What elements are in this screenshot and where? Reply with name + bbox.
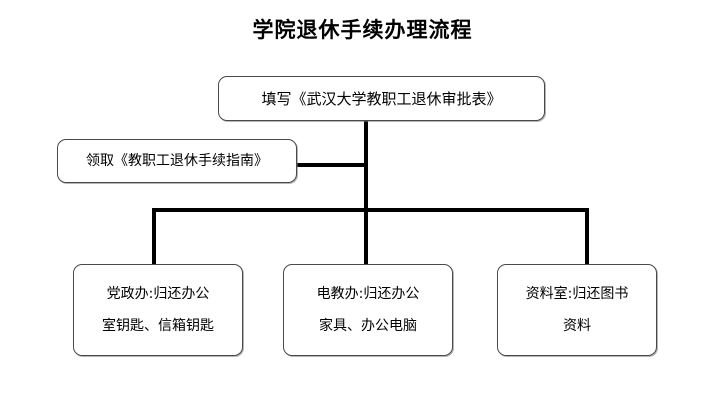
node-archive-room[interactable]: 资料室:归还图书 资料 — [497, 264, 657, 356]
node-admin-office[interactable]: 党政办:归还办公 室钥匙、信箱钥匙 — [73, 264, 243, 356]
node-retirement-guide-line-1: 领取《教职工退休手续指南》 — [86, 153, 268, 169]
node-approval-form-line-1: 填写《武汉大学教职工退休审批表》 — [261, 89, 502, 108]
connector-drop-right — [585, 208, 589, 265]
connector-distribution-bus — [152, 208, 589, 212]
node-admin-office-line-1: 党政办:归还办公 — [106, 286, 210, 302]
node-archive-room-line-1: 资料室:归还图书 — [525, 286, 629, 302]
node-approval-form[interactable]: 填写《武汉大学教职工退休审批表》 — [218, 76, 545, 121]
node-archive-room-line-2: 资料 — [563, 318, 591, 334]
node-edu-tech-office-line-2: 家具、办公电脑 — [319, 318, 417, 334]
connector-trunk-vertical — [364, 120, 368, 212]
page-title: 学院退休手续办理流程 — [252, 18, 473, 42]
connector-guide-horizontal — [296, 163, 366, 167]
node-edu-tech-office[interactable]: 电教办:归还办公 家具、办公电脑 — [283, 264, 453, 356]
node-edu-tech-office-line-1: 电教办:归还办公 — [316, 286, 420, 302]
node-retirement-guide[interactable]: 领取《教职工退休手续指南》 — [57, 139, 297, 183]
node-admin-office-line-2: 室钥匙、信箱钥匙 — [102, 318, 214, 334]
connector-drop-left — [152, 208, 156, 265]
connector-drop-center — [364, 208, 368, 265]
